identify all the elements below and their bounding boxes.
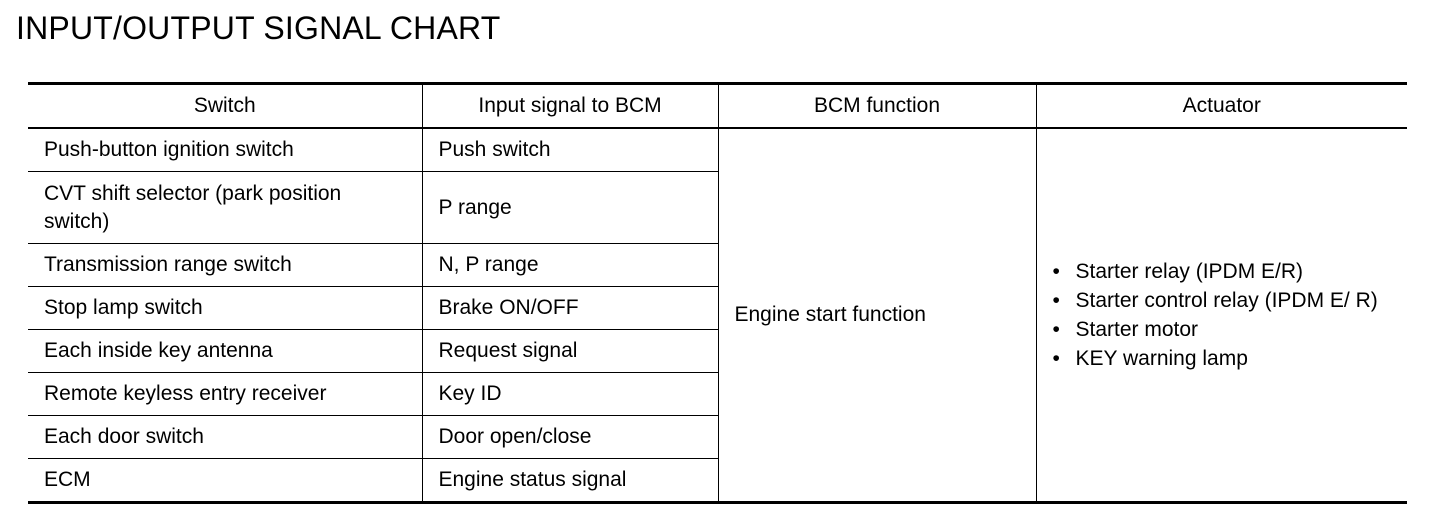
switch-cell: Stop lamp switch xyxy=(28,286,423,330)
table-row: Remote keyless entry receiver Key ID xyxy=(28,372,1407,416)
input-signal-cell: Key ID xyxy=(421,372,719,416)
bullet-glyph: • xyxy=(1052,347,1060,370)
input-signal-cell: P range xyxy=(421,171,719,244)
header-bcm-function: BCM function xyxy=(717,82,1037,129)
table-row: Push-button ignition switch Push switch … xyxy=(28,127,1407,504)
io-signal-table: Switch Input signal to BCM BCM function … xyxy=(28,82,1407,504)
input-signal-cell: Push switch xyxy=(421,127,719,172)
actuator-item: • Starter motor xyxy=(1053,315,1392,344)
header-input-signal: Input signal to BCM xyxy=(421,82,719,129)
header-actuator: Actuator xyxy=(1035,82,1407,129)
switch-cell: CVT shift selector (park position switch… xyxy=(28,171,423,244)
page-title: INPUT/OUTPUT SIGNAL CHART xyxy=(16,10,501,46)
input-signal-cell: Request signal xyxy=(421,329,719,373)
actuator-item: • Starter relay (IPDM E/R) xyxy=(1053,257,1392,286)
table-row: Each inside key antenna Request signal xyxy=(28,329,1407,373)
table-row: Transmission range switch N, P range xyxy=(28,243,1407,287)
input-signal-cell: Door open/close xyxy=(421,415,719,459)
actuator-label: Starter relay (IPDM E/R) xyxy=(1075,260,1304,283)
table-row: ECM Engine status signal xyxy=(28,458,1407,504)
table-row: Stop lamp switch Brake ON/OFF xyxy=(28,286,1407,330)
bullet-glyph: • xyxy=(1052,260,1060,283)
input-signal-cell: N, P range xyxy=(421,243,719,287)
switch-cell: Each inside key antenna xyxy=(28,329,423,373)
switch-cell: Transmission range switch xyxy=(28,243,423,287)
bcm-function-cell: Engine start function xyxy=(717,127,1037,504)
table-row: CVT shift selector (park position switch… xyxy=(28,171,1407,244)
switch-cell: Push-button ignition switch xyxy=(28,127,423,172)
actuator-list: • Starter relay (IPDM E/R) • Starter con… xyxy=(1053,257,1392,373)
bullet-glyph: • xyxy=(1052,289,1060,312)
actuator-label: KEY warning lamp xyxy=(1075,347,1248,370)
actuator-label: Starter control relay (IPDM E/ R) xyxy=(1075,289,1378,312)
switch-cell: ECM xyxy=(28,458,423,504)
switch-cell: Remote keyless entry receiver xyxy=(28,372,423,416)
actuator-item: • KEY warning lamp xyxy=(1053,344,1392,373)
input-signal-cell: Engine status signal xyxy=(421,458,719,504)
input-signal-cell: Brake ON/OFF xyxy=(421,286,719,330)
table-header-row: Switch Input signal to BCM BCM function … xyxy=(28,82,1407,129)
switch-cell: Each door switch xyxy=(28,415,423,459)
header-switch: Switch xyxy=(28,82,423,129)
actuator-item: • Starter control relay (IPDM E/ R) xyxy=(1053,286,1392,315)
table-row: Each door switch Door open/close xyxy=(28,415,1407,459)
actuator-cell: • Starter relay (IPDM E/R) • Starter con… xyxy=(1035,127,1407,504)
actuator-label: Starter motor xyxy=(1075,318,1199,341)
bullet-glyph: • xyxy=(1052,318,1060,341)
